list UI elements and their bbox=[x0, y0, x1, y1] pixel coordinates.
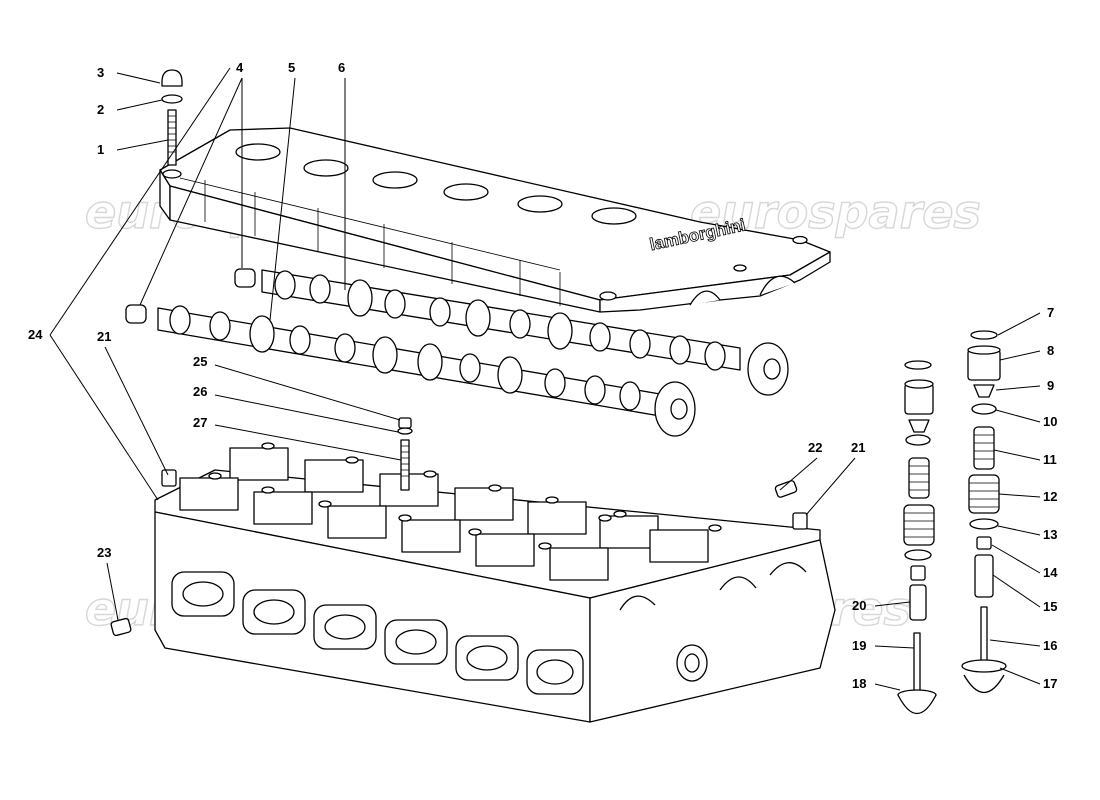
callout-16: 16 bbox=[1043, 638, 1057, 653]
cam-plugs bbox=[125, 268, 256, 324]
callout-3: 3 bbox=[97, 65, 104, 80]
intake-camshaft bbox=[157, 305, 696, 437]
head-small-parts bbox=[110, 417, 808, 637]
callout-23: 23 bbox=[97, 545, 111, 560]
callout-6: 6 bbox=[338, 60, 345, 75]
callout-1: 1 bbox=[97, 142, 104, 157]
cover-bolts bbox=[162, 169, 808, 301]
callout-5: 5 bbox=[288, 60, 295, 75]
cover-stud-assembly bbox=[161, 69, 183, 166]
cam-towers bbox=[179, 447, 709, 581]
callout-22: 22 bbox=[808, 440, 822, 455]
callout-25: 25 bbox=[193, 354, 207, 369]
callout-26: 26 bbox=[193, 384, 207, 399]
cylinder-head bbox=[154, 442, 836, 723]
callout-19: 19 bbox=[852, 638, 866, 653]
callout-labels: 3 2 1 4 5 6 7 8 9 10 11 12 13 14 15 16 1… bbox=[28, 60, 1058, 691]
callout-13: 13 bbox=[1043, 527, 1057, 542]
plug-openings bbox=[235, 143, 637, 225]
valve-train-right bbox=[961, 330, 1007, 693]
valve-train-left bbox=[897, 360, 937, 714]
callout-27: 27 bbox=[193, 415, 207, 430]
camshaft-cover: lamborghini bbox=[159, 127, 831, 313]
callout-17: 17 bbox=[1043, 676, 1057, 691]
callout-24: 24 bbox=[28, 327, 43, 342]
callout-9: 9 bbox=[1047, 378, 1054, 393]
callout-10: 10 bbox=[1043, 414, 1057, 429]
callout-4: 4 bbox=[236, 60, 244, 75]
head-bolts bbox=[208, 442, 722, 550]
callout-14: 14 bbox=[1043, 565, 1058, 580]
callout-18: 18 bbox=[852, 676, 866, 691]
callout-2: 2 bbox=[97, 102, 104, 117]
callout-12: 12 bbox=[1043, 489, 1057, 504]
callout-15: 15 bbox=[1043, 599, 1057, 614]
callout-21-left: 21 bbox=[97, 329, 111, 344]
exhaust-ports bbox=[171, 571, 584, 695]
callout-7: 7 bbox=[1047, 305, 1054, 320]
callout-8: 8 bbox=[1047, 343, 1054, 358]
leader-lines bbox=[49, 67, 1041, 691]
exhaust-camshaft bbox=[261, 269, 789, 396]
callout-20: 20 bbox=[852, 598, 866, 613]
callout-11: 11 bbox=[1043, 452, 1057, 467]
callout-21-right: 21 bbox=[851, 440, 865, 455]
